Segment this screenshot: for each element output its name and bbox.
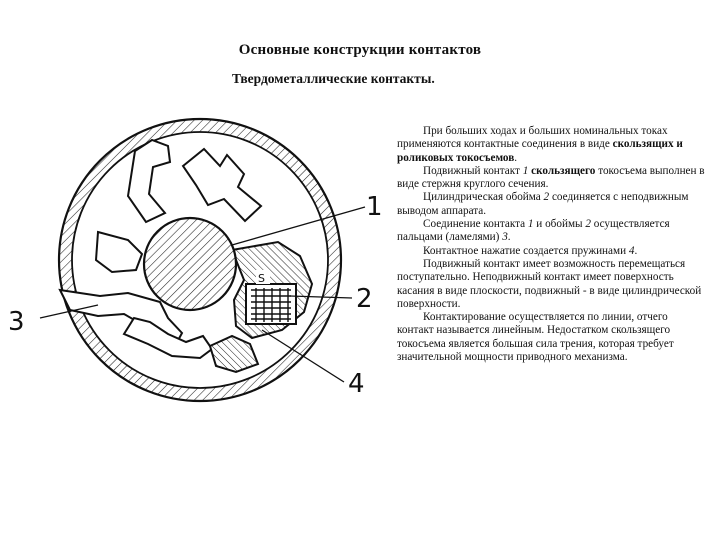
slide-subtitle: Твердометаллические контакты. (232, 71, 435, 86)
finger-left (94, 230, 144, 274)
paragraph-7: Контактирование осуществляется по линии,… (397, 311, 674, 364)
finger-top-left (126, 138, 172, 224)
leader-lines (39, 206, 366, 383)
paragraph-1: При больших ходах и больших номинальных … (397, 125, 683, 164)
spring-pack: S (245, 270, 297, 325)
paragraph-4: Соединение контакта 1 и обоймы 2 осущест… (397, 218, 670, 244)
callout-4: 4 (348, 369, 365, 399)
callout-2: 2 (356, 284, 373, 314)
slide-title: Основные конструкции контактов (238, 42, 482, 58)
finger-bottom-right-lower (208, 334, 260, 374)
paragraph-2: Подвижный контакт 1 скользящего токосъем… (397, 164, 705, 191)
callout-3: 3 (8, 307, 25, 337)
contact-fingers (58, 138, 263, 374)
description-text: При больших ходах и больших номинальных … (397, 125, 707, 364)
paragraph-5: Контактное нажатие создается пружинами 4… (423, 244, 638, 257)
paragraph-3: Цилиндрическая обойма 2 соединяется с не… (397, 191, 689, 217)
spring-label: S (258, 272, 265, 285)
contact-cross-section-diagram: S 1 2 3 4 (8, 117, 383, 403)
callout-1: 1 (366, 192, 383, 222)
finger-top-right (181, 147, 263, 223)
moving-contact-rod (142, 216, 238, 312)
finger-bottom (122, 316, 214, 360)
paragraph-6: Подвижный контакт имеет возможность пере… (397, 257, 702, 310)
